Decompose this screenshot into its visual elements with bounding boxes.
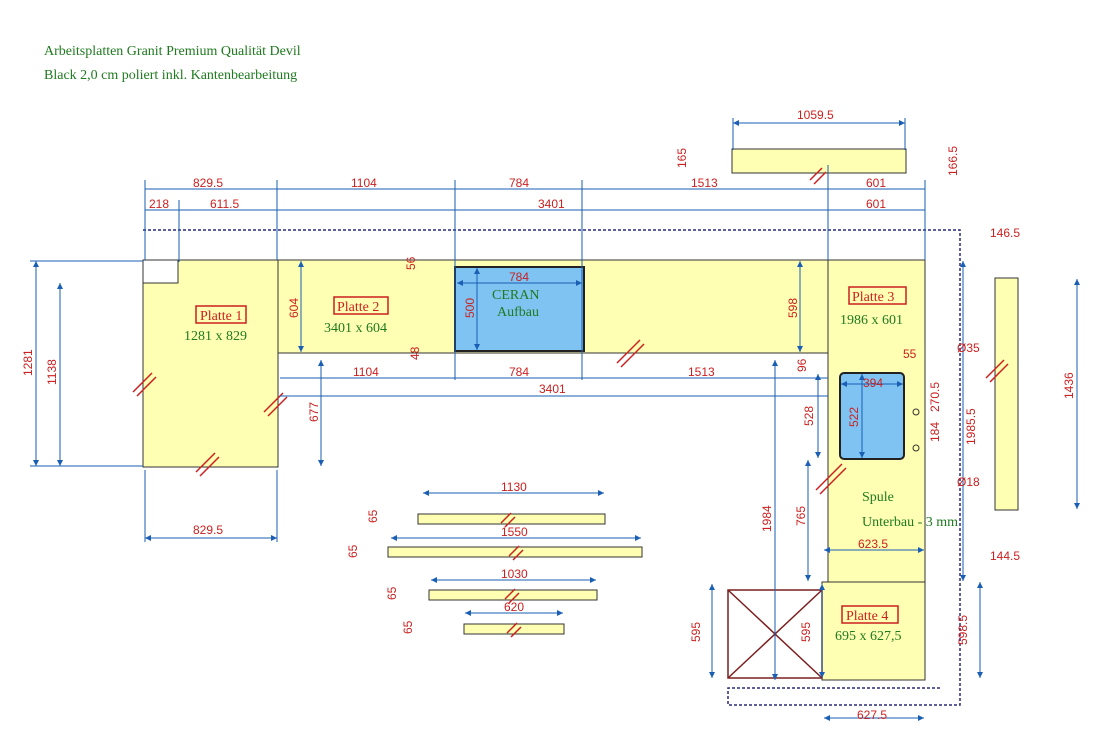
sink-label-1: Spule (862, 490, 894, 505)
dim-56: 56 (404, 256, 418, 270)
dim-row1-e: 601 (866, 176, 886, 190)
plate-1-size: 1281 x 829 (184, 329, 247, 344)
dim-side-bottom: 144.5 (990, 549, 1020, 563)
ceran-label-2: Aufbau (497, 305, 539, 320)
dim-top-strip-left: 165 (675, 148, 689, 168)
dim-604: 604 (287, 298, 301, 318)
dim-765: 765 (794, 506, 808, 526)
strip-2 (387, 546, 643, 558)
plate-1-label-box (195, 305, 247, 324)
ceran-label-1: CERAN (492, 288, 539, 303)
dim-1984: 1984 (760, 505, 774, 532)
dim-598: 598 (786, 298, 800, 318)
dim-strip1-h: 65 (366, 509, 380, 523)
dim-left-inner: 1138 (45, 359, 59, 385)
dim-mid-a: 1104 (353, 365, 379, 379)
top-strip (731, 148, 907, 174)
dim-bottom-left: 829.5 (193, 523, 223, 537)
plate-4-name: Platte 4 (846, 609, 888, 624)
header-line-1: Arbeitsplatten Granit Premium Qualität D… (44, 44, 301, 59)
dim-strip3: 1030 (501, 567, 528, 581)
dim-side-len: 1436 (1062, 372, 1076, 399)
dim-left-total: 1281 (21, 349, 35, 376)
dim-55: 55 (903, 347, 917, 361)
dim-dia18: Ø18 (957, 475, 980, 489)
dim-mid-b: 784 (509, 365, 529, 379)
plate-2-size: 3401 x 604 (324, 321, 387, 336)
dim-row1-a: 829.5 (193, 176, 223, 190)
dim-strip3-h: 65 (385, 586, 399, 600)
side-strip (994, 277, 1019, 511)
sink-label-2: Unterbau - 3 mm (862, 515, 958, 530)
dim-row2-b: 611.5 (210, 197, 239, 211)
break-marks (132, 167, 1009, 638)
plate-4-label-box (841, 605, 899, 624)
dim-p4-bottom: 627.5 (857, 708, 887, 722)
outer-boundary (143, 229, 961, 706)
dim-strip2: 1550 (501, 525, 528, 539)
dim-dia35: Ø35 (957, 341, 980, 355)
dim-row2-c: 3401 (538, 197, 565, 211)
dim-strip4-h: 65 (401, 620, 415, 634)
plate-3-name: Platte 3 (852, 290, 894, 305)
dim-ceran-h: 500 (463, 298, 477, 318)
plate-2-name: Platte 2 (337, 300, 379, 315)
dim-strip4: 620 (504, 600, 524, 614)
plate-3-size: 1986 x 601 (840, 313, 903, 328)
dim-ceran-w: 784 (509, 270, 529, 284)
dim-528: 528 (802, 406, 816, 426)
sink-cutout (839, 372, 905, 460)
dim-row1-c: 784 (509, 176, 529, 190)
dim-1985: 1985.5 (964, 408, 978, 445)
header-line-2: Black 2,0 cm poliert inkl. Kantenbearbei… (44, 68, 298, 83)
dim-270: 270.5 (928, 382, 942, 412)
dim-677: 677 (307, 402, 321, 422)
strip-1 (417, 513, 606, 525)
dim-strip1: 1130 (501, 480, 527, 494)
dim-row1-d: 1513 (691, 176, 718, 190)
dim-595a: 595 (689, 622, 703, 642)
dim-sink-w: 394 (863, 376, 883, 390)
dim-595b: 595 (799, 622, 813, 642)
dim-598-5: 598.5 (956, 615, 970, 645)
dim-side-top: 146.5 (990, 226, 1020, 240)
dim-48: 48 (408, 346, 422, 360)
dim-strip2-h: 65 (346, 544, 360, 558)
plate-2-label-box (333, 296, 389, 315)
plate-3-label-box (848, 286, 907, 305)
dim-sink-h: 522 (847, 407, 861, 427)
plate-1-shape (142, 259, 279, 468)
plate-1-name: Platte 1 (200, 309, 242, 324)
dim-mid-c: 1513 (688, 365, 715, 379)
plate-4-size: 695 x 627,5 (835, 629, 902, 644)
dim-row2-d: 601 (866, 197, 886, 211)
dim-row2-a: 218 (149, 197, 169, 211)
dim-top-strip: 1059.5 (797, 108, 834, 122)
dim-96: 96 (795, 358, 809, 372)
plate-1-cutout (142, 259, 179, 284)
dim-mid-total: 3401 (539, 382, 566, 396)
dim-row1-b: 1104 (351, 176, 377, 190)
dim-623: 623.5 (858, 537, 888, 551)
dim-184: 184 (928, 422, 942, 442)
dim-top-strip-right: 166.5 (946, 146, 960, 176)
